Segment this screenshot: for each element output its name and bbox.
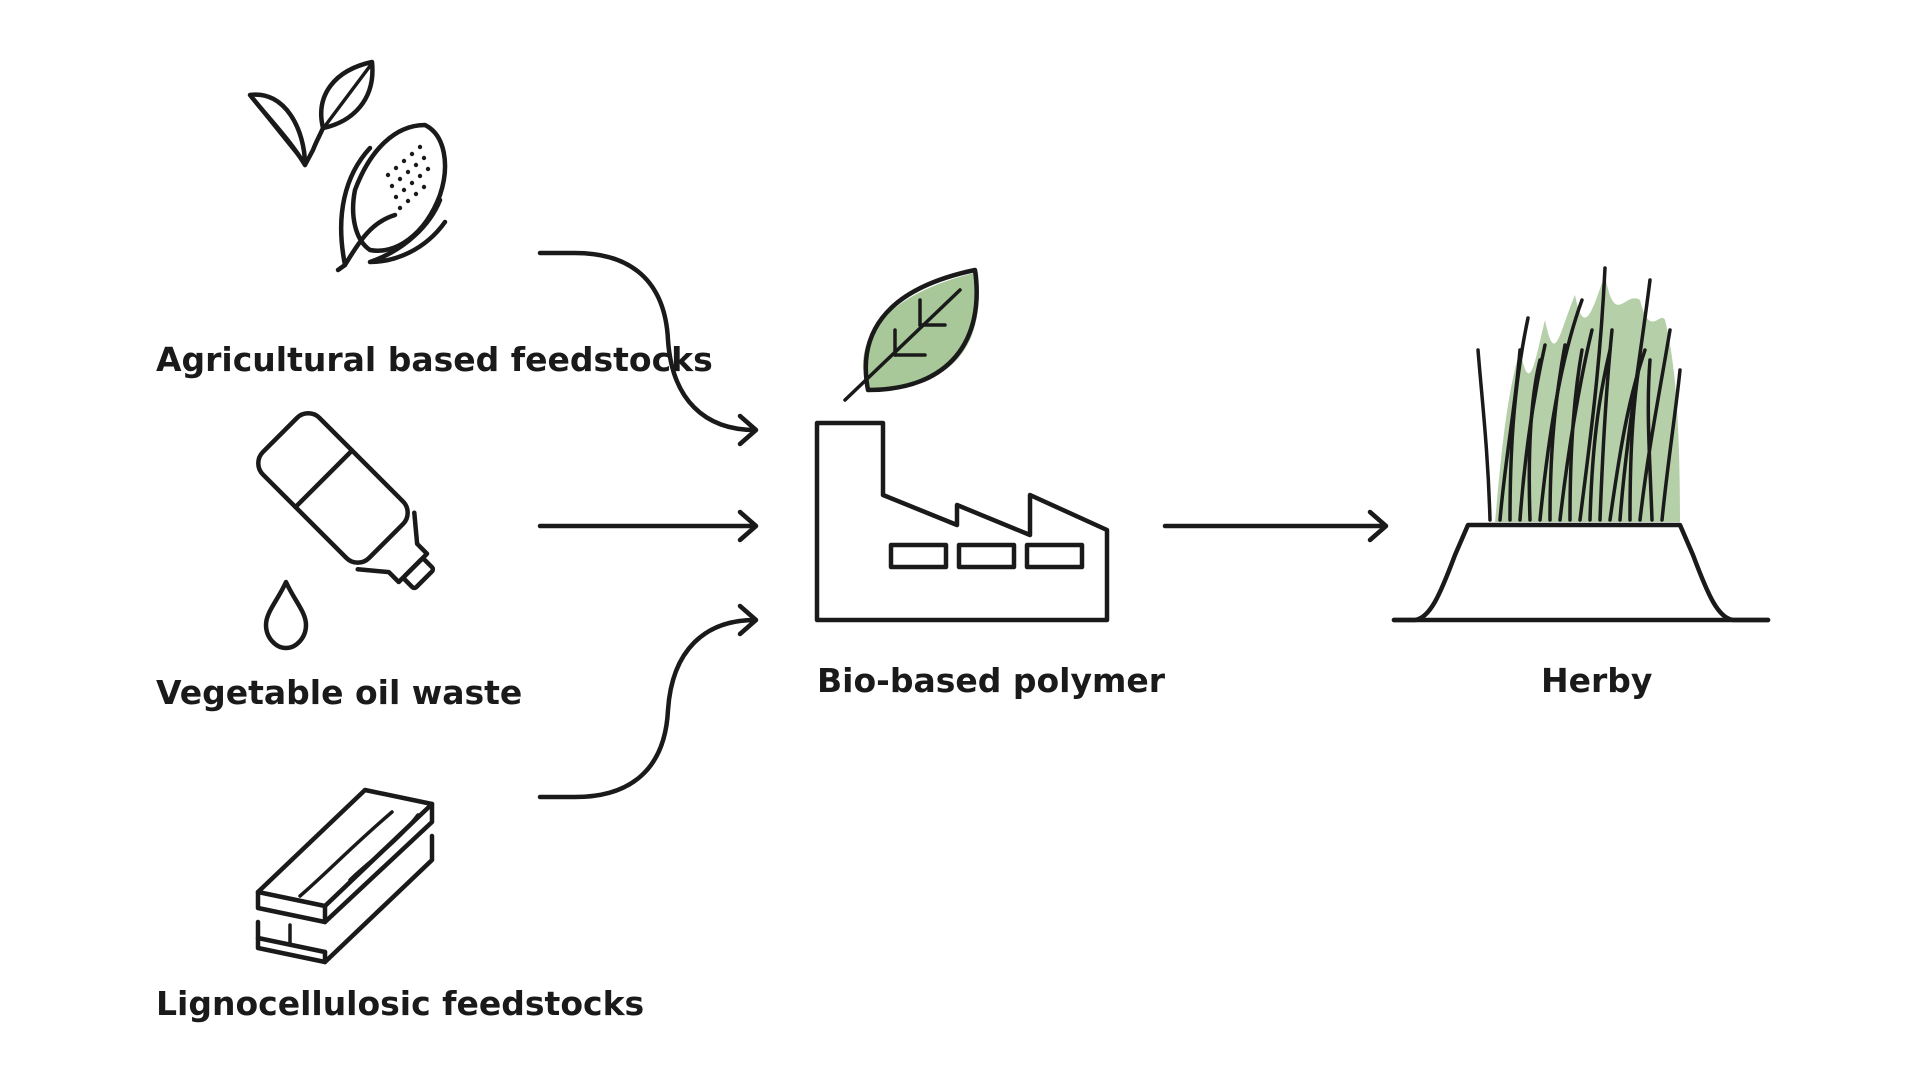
bio-based-polymer-label: Bio-based polymer (817, 661, 1166, 700)
arrow-lignocellulosic-to-polymer (537, 603, 759, 800)
grass-planter-icon (1391, 266, 1771, 623)
oil-bottle-drop-icon (256, 411, 436, 591)
vegetable-oil-waste-label: Vegetable oil waste (156, 673, 523, 712)
factory-leaf-icon (814, 267, 1110, 623)
arrow-polymer-to-herby (1162, 509, 1389, 543)
arrow-agricultural-to-polymer (537, 250, 759, 447)
agricultural-feedstocks-label: Agricultural based feedstocks (156, 340, 713, 379)
wood-planks-icon (255, 787, 435, 965)
lignocellulosic-feedstocks-label: Lignocellulosic feedstocks (156, 984, 645, 1023)
herby-label: Herby (1541, 661, 1653, 700)
arrow-vegetable-oil-to-polymer (537, 509, 759, 543)
grass-fill (1495, 275, 1680, 522)
leaves-and-corn-icon (247, 59, 448, 273)
oil-drop-icon (263, 579, 309, 651)
